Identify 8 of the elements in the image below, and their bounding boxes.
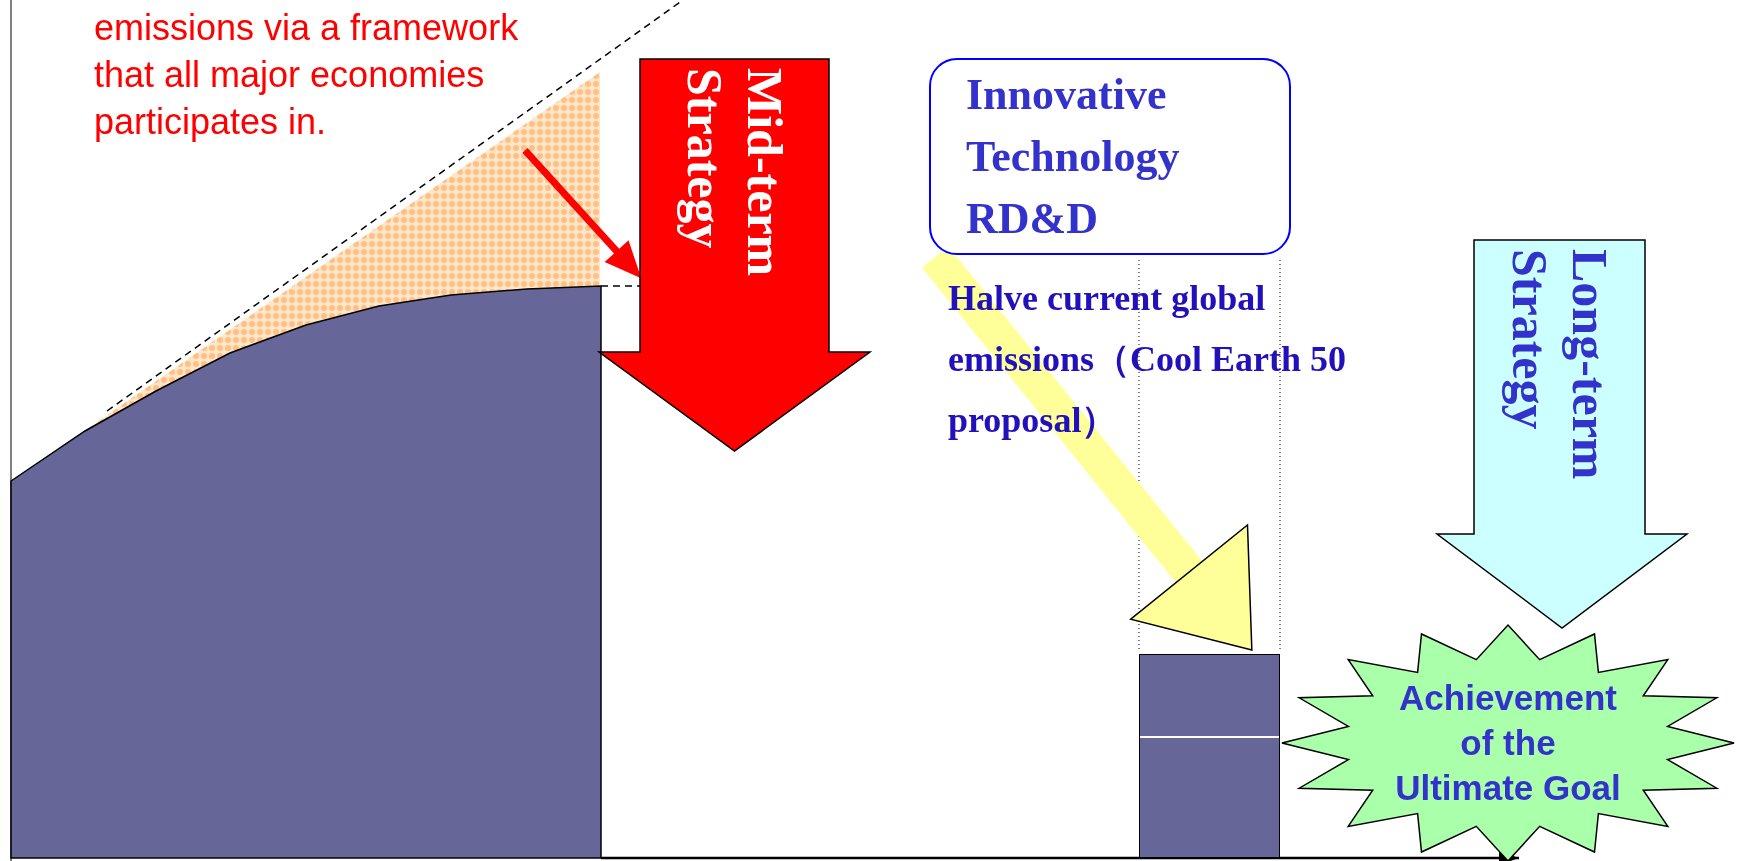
- bar: [1139, 654, 1280, 858]
- starburst-label: Achievement of the Ultimate Goal: [1394, 677, 1622, 809]
- rounded-box: Innovative Technology RD&D: [929, 58, 1291, 255]
- arrow-label: Long-term Strategy: [1500, 249, 1619, 482]
- arrow: [522, 147, 641, 278]
- callout-text: emissions via a framework that all major economies participates in.: [94, 4, 564, 146]
- goal-note: Halve current global emissions（Cool Earth 50 proposal）: [948, 277, 1348, 442]
- arrow-label: Mid-term Strategy: [675, 68, 794, 279]
